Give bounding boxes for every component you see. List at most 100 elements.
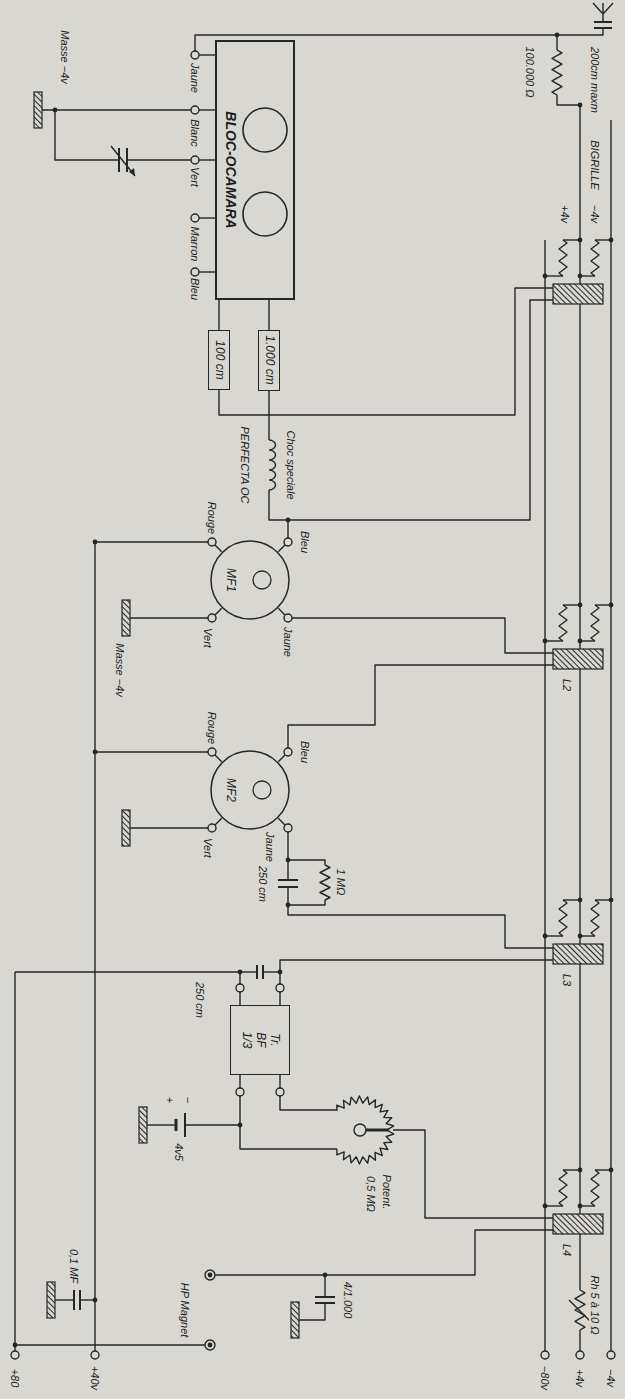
transformer-terminal	[208, 748, 216, 756]
wire-color: Bleu	[299, 740, 311, 764]
capacitor-value: 250 cm	[194, 981, 206, 1019]
filament-symbol	[559, 605, 567, 641]
junction-dot	[578, 274, 583, 279]
wire	[545, 640, 563, 641]
battery-terminal	[541, 1351, 549, 1359]
capacitor-plate	[594, 21, 612, 23]
wire-color: Bleu	[299, 530, 311, 554]
capacitor-plate	[262, 965, 264, 979]
wire	[278, 818, 285, 825]
tube-label: L3	[561, 973, 573, 987]
wire	[130, 617, 208, 618]
speaker-label: HP Magnet	[179, 1282, 191, 1339]
junction-dot	[578, 238, 583, 243]
wire	[595, 1169, 611, 1170]
rheostat-label: Rh 5 à 10 Ω	[589, 1274, 601, 1335]
wire	[563, 604, 580, 605]
tube-symbol	[553, 1214, 603, 1234]
wire	[288, 900, 325, 905]
wire	[393, 1130, 553, 1218]
junction-dot	[286, 903, 291, 908]
wire	[263, 971, 280, 972]
choke-coil	[269, 440, 275, 490]
wire	[278, 755, 285, 762]
supply-rail	[610, 120, 611, 1351]
terminal-label: +80	[9, 1368, 21, 1389]
wire-color: Bleu	[189, 277, 201, 301]
coil-terminal	[191, 156, 199, 164]
choke-label: Choc speciale	[285, 429, 297, 500]
wire-connector	[218, 300, 219, 330]
battery-terminal	[607, 1351, 615, 1359]
speaker-terminal	[205, 1340, 215, 1350]
node-text-group: MF2	[223, 778, 237, 802]
adjust-core	[253, 571, 271, 589]
junction-dot	[93, 1298, 98, 1303]
wire	[595, 604, 611, 605]
speaker-terminal	[205, 1270, 215, 1280]
wire	[563, 239, 580, 240]
af-transformer: Tr. BF 1/3	[230, 1005, 290, 1075]
resistor-value: 100.000 Ω	[524, 45, 536, 98]
capacitor-plate	[79, 1290, 81, 1310]
wire	[55, 1299, 74, 1300]
junction-dot	[238, 1123, 243, 1128]
filament-symbol	[559, 900, 567, 936]
wire-connector	[268, 300, 269, 330]
ground-symbol	[122, 600, 130, 636]
battery-terminal	[91, 1351, 99, 1359]
coil-terminal	[191, 268, 199, 276]
tube-symbol	[553, 649, 603, 669]
wire	[199, 217, 215, 218]
terminal	[276, 984, 284, 992]
transformer-can	[211, 751, 289, 829]
battery-value: 4v5	[173, 1142, 185, 1162]
antenna-symbol	[602, 3, 603, 14]
ground-symbol	[34, 92, 42, 128]
node-text: Tr. BF 1/3	[239, 1025, 280, 1055]
variable-arrow	[129, 168, 135, 176]
wire	[215, 608, 222, 615]
capacitor-value: 250 cm	[257, 865, 269, 903]
junction-dot	[208, 1343, 213, 1348]
transformer-terminal	[208, 824, 216, 832]
resistor-symbol	[552, 50, 562, 95]
tube-symbol	[553, 944, 603, 964]
junction-dot	[578, 1168, 583, 1173]
tube-symbol	[553, 284, 603, 304]
junction-dot	[208, 1273, 213, 1278]
junction-dot	[286, 858, 291, 863]
wire-color: Vert	[202, 627, 214, 649]
wire	[199, 109, 215, 110]
wire	[15, 1344, 205, 1345]
if-transformer: MF1	[210, 540, 290, 620]
wire	[287, 832, 288, 880]
rheostat-arrow	[569, 1300, 591, 1322]
wire	[127, 159, 191, 160]
supply-rail	[94, 542, 95, 1351]
wire	[595, 239, 611, 240]
junction-dot	[53, 108, 58, 113]
wire-color: Blanc	[189, 118, 201, 148]
supply-rail	[544, 240, 545, 1351]
wire	[95, 751, 208, 752]
wire	[324, 1275, 325, 1297]
transformer-can	[211, 541, 289, 619]
supply-rail	[579, 1330, 580, 1351]
filament-symbol	[591, 900, 599, 936]
wire	[602, 14, 603, 22]
junction-dot	[238, 970, 243, 975]
junction-dot	[543, 639, 548, 644]
battery-terminal	[11, 1351, 19, 1359]
potentiometer-knob	[354, 1124, 366, 1136]
wire	[545, 935, 563, 936]
coil-block: BLOC-OCAMARA	[215, 40, 295, 300]
wire	[288, 300, 553, 520]
terminal	[236, 984, 244, 992]
wire	[278, 608, 285, 615]
antenna-symbol	[593, 3, 603, 14]
transformer-terminal	[208, 538, 216, 546]
wire	[292, 618, 553, 653]
junction-dot	[543, 1204, 548, 1209]
wire	[280, 960, 553, 984]
